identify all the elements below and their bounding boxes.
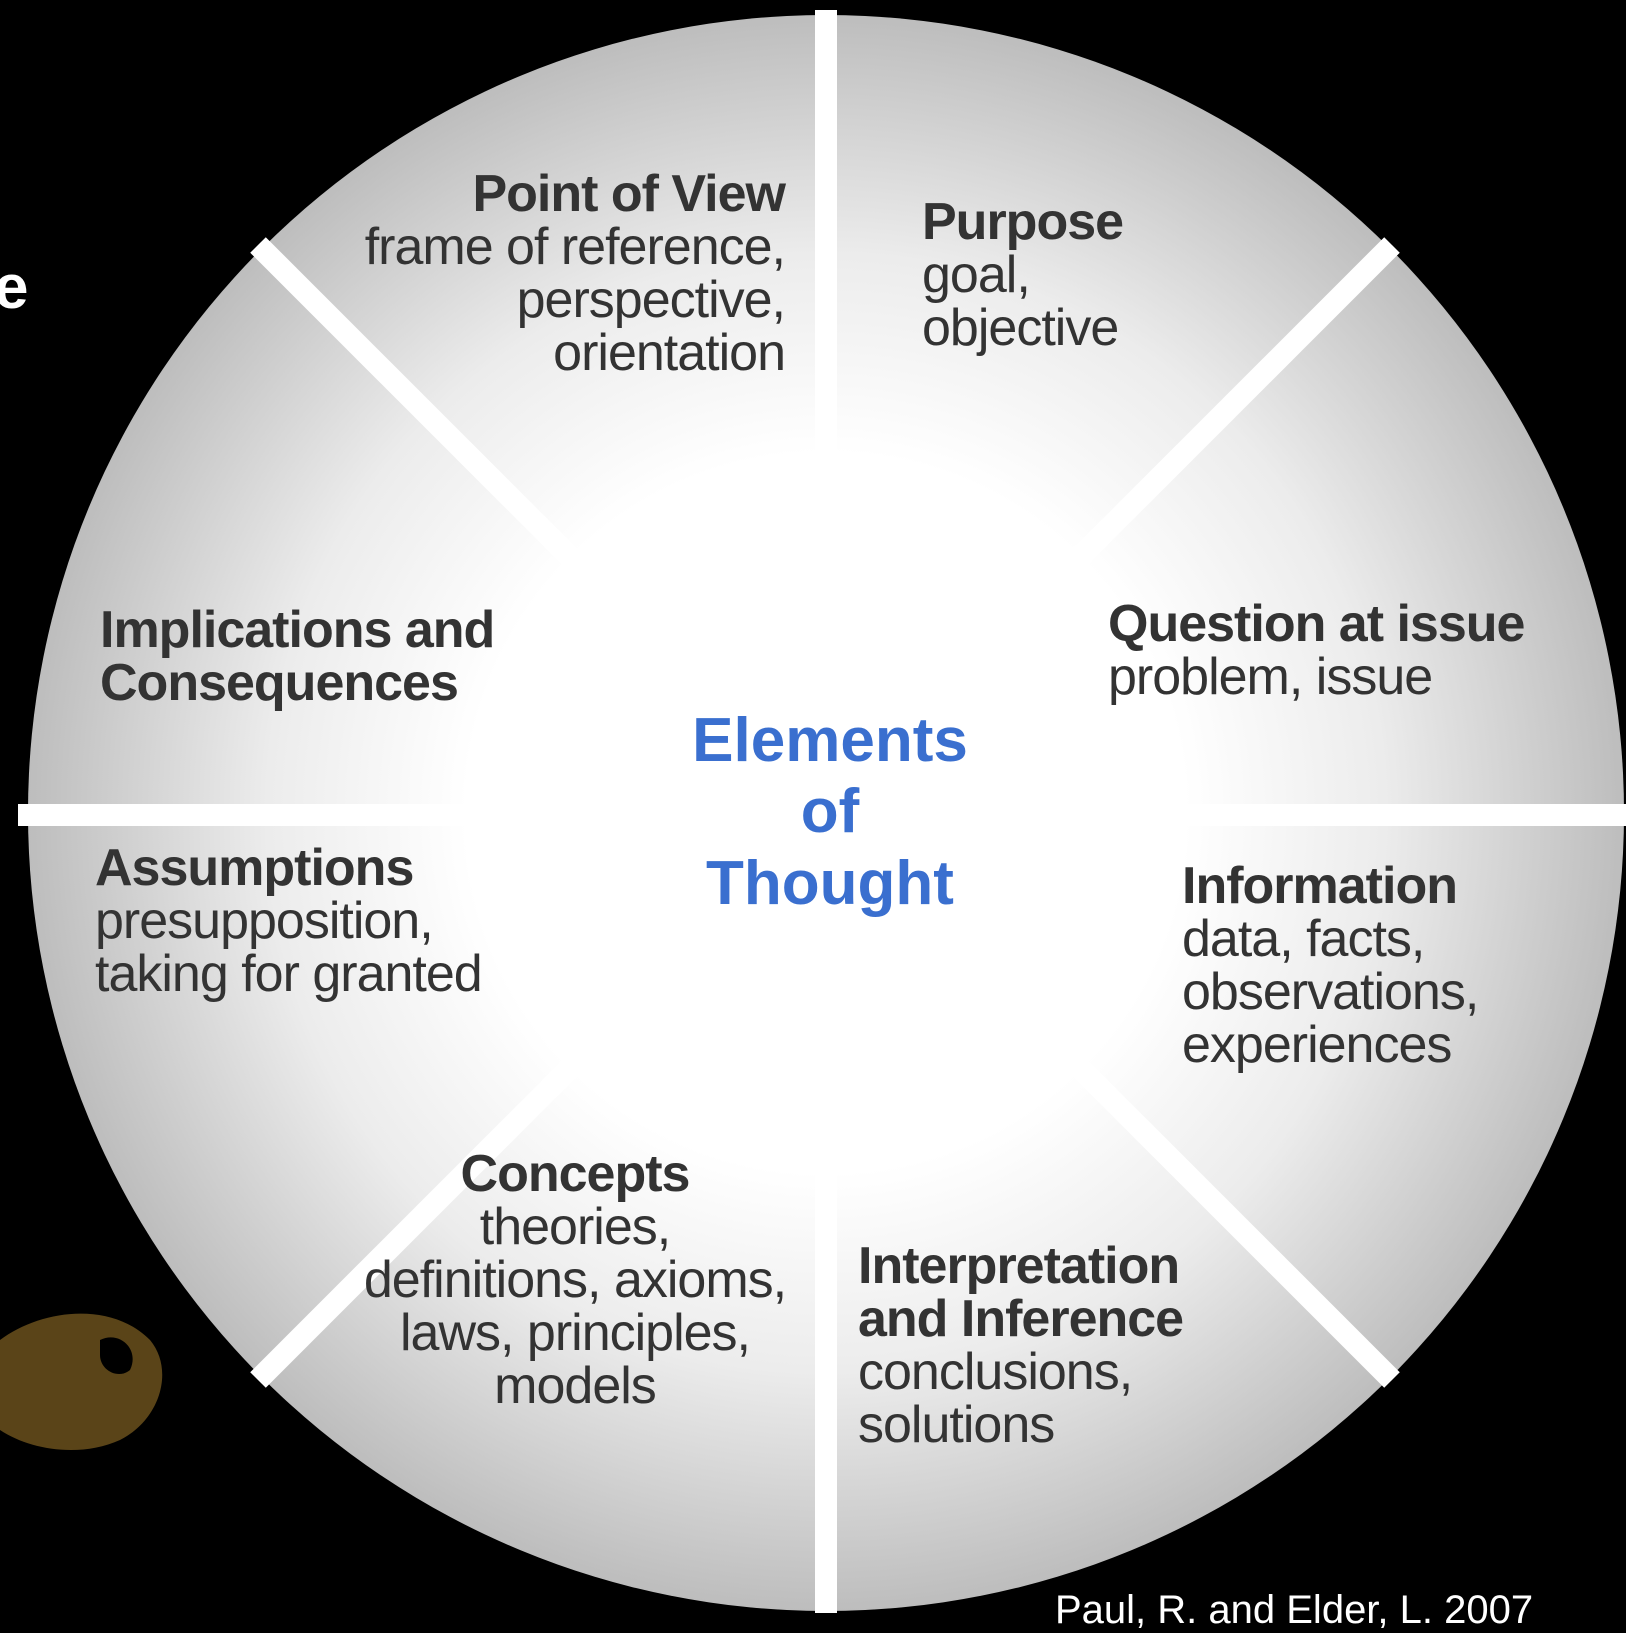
segment-desc: definitions, axioms, <box>363 1251 787 1310</box>
decorative-swirl <box>0 1313 163 1451</box>
segment-desc: theories, <box>479 1198 671 1257</box>
segment-concepts: Concepts theories, definitions, axioms, … <box>330 1145 820 1416</box>
segment-title: Consequences <box>100 654 459 713</box>
segment-title: Purpose <box>922 193 1124 251</box>
segment-desc: presupposition, <box>95 892 434 951</box>
segment-desc: perspective, <box>516 271 786 330</box>
center-label: Elements of Thought <box>640 705 1020 919</box>
segment-assumptions: Assumptions presupposition, taking for g… <box>95 839 555 1004</box>
divider-top-left <box>250 237 583 570</box>
segment-question-at-issue: Question at issue problem, issue <box>1108 595 1608 707</box>
segment-title: Point of View <box>472 165 786 223</box>
segment-desc: goal, <box>922 246 1031 305</box>
wheel-dividers <box>18 10 1626 1613</box>
segment-title: Information <box>1182 857 1458 915</box>
segment-desc: objective <box>922 299 1119 358</box>
center-label-line: Thought <box>706 848 954 918</box>
divider-bottom-right <box>1067 1055 1400 1388</box>
segment-desc: laws, principles, <box>399 1304 751 1363</box>
segment-desc: frame of reference, <box>364 218 786 277</box>
partial-heading-letter: e <box>0 253 29 322</box>
segment-desc: data, facts, <box>1182 910 1425 969</box>
segment-title: Question at issue <box>1108 595 1525 653</box>
segment-interpretation: Interpretation and Inference conclusions… <box>858 1237 1278 1455</box>
citation: Paul, R. and Elder, L. 2007 <box>1055 1588 1534 1632</box>
segment-purpose: Purpose goal, objective <box>922 193 1242 358</box>
segment-point-of-view: Point of View frame of reference, perspe… <box>330 165 786 383</box>
divider-bottom-left <box>250 1055 583 1388</box>
segment-desc: problem, issue <box>1108 648 1433 707</box>
segment-desc: experiences <box>1182 1016 1452 1075</box>
segment-information: Information data, facts, observations, e… <box>1182 857 1582 1075</box>
segment-desc: orientation <box>553 324 786 383</box>
segment-title: Implications and <box>100 601 495 659</box>
segment-title: Interpretation <box>858 1237 1180 1295</box>
divider-top-right <box>1067 237 1400 570</box>
segment-implications: Implications and Consequences <box>100 601 560 713</box>
segment-title: Assumptions <box>95 839 414 897</box>
center-label-line: of <box>800 777 860 847</box>
segment-title: and Inference <box>858 1290 1184 1349</box>
segment-desc: models <box>494 1357 657 1416</box>
center-label-line: Elements <box>692 706 968 775</box>
segment-desc: observations, <box>1182 963 1479 1022</box>
segment-desc: solutions <box>858 1396 1055 1455</box>
segment-desc: conclusions, <box>858 1343 1133 1402</box>
segment-title: Concepts <box>460 1145 691 1203</box>
segment-desc: taking for granted <box>95 945 483 1004</box>
